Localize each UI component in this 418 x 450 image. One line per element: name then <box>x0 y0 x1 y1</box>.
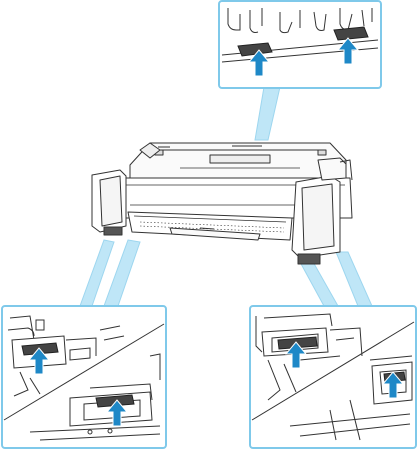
blue-arrow-icon <box>336 37 360 65</box>
dark-part-upper <box>277 336 318 350</box>
connector-bottom-right-b <box>335 251 373 307</box>
callout-bottom-right <box>249 305 417 449</box>
callout-top <box>218 0 382 89</box>
blue-arrow-icon <box>284 341 308 369</box>
blue-arrow-icon <box>247 49 271 77</box>
dark-tab-right <box>333 26 369 41</box>
callout-bottom-left <box>1 305 167 449</box>
printer-illustration <box>91 142 353 265</box>
blue-arrow-icon <box>381 371 405 399</box>
blue-arrow-icon <box>27 347 51 375</box>
dark-part-lower <box>95 394 135 408</box>
blue-arrow-icon <box>105 399 129 427</box>
dark-tab-left <box>237 42 273 57</box>
connector-bottom-right-a <box>299 259 339 307</box>
connectors <box>79 86 373 307</box>
connector-top <box>254 86 281 141</box>
